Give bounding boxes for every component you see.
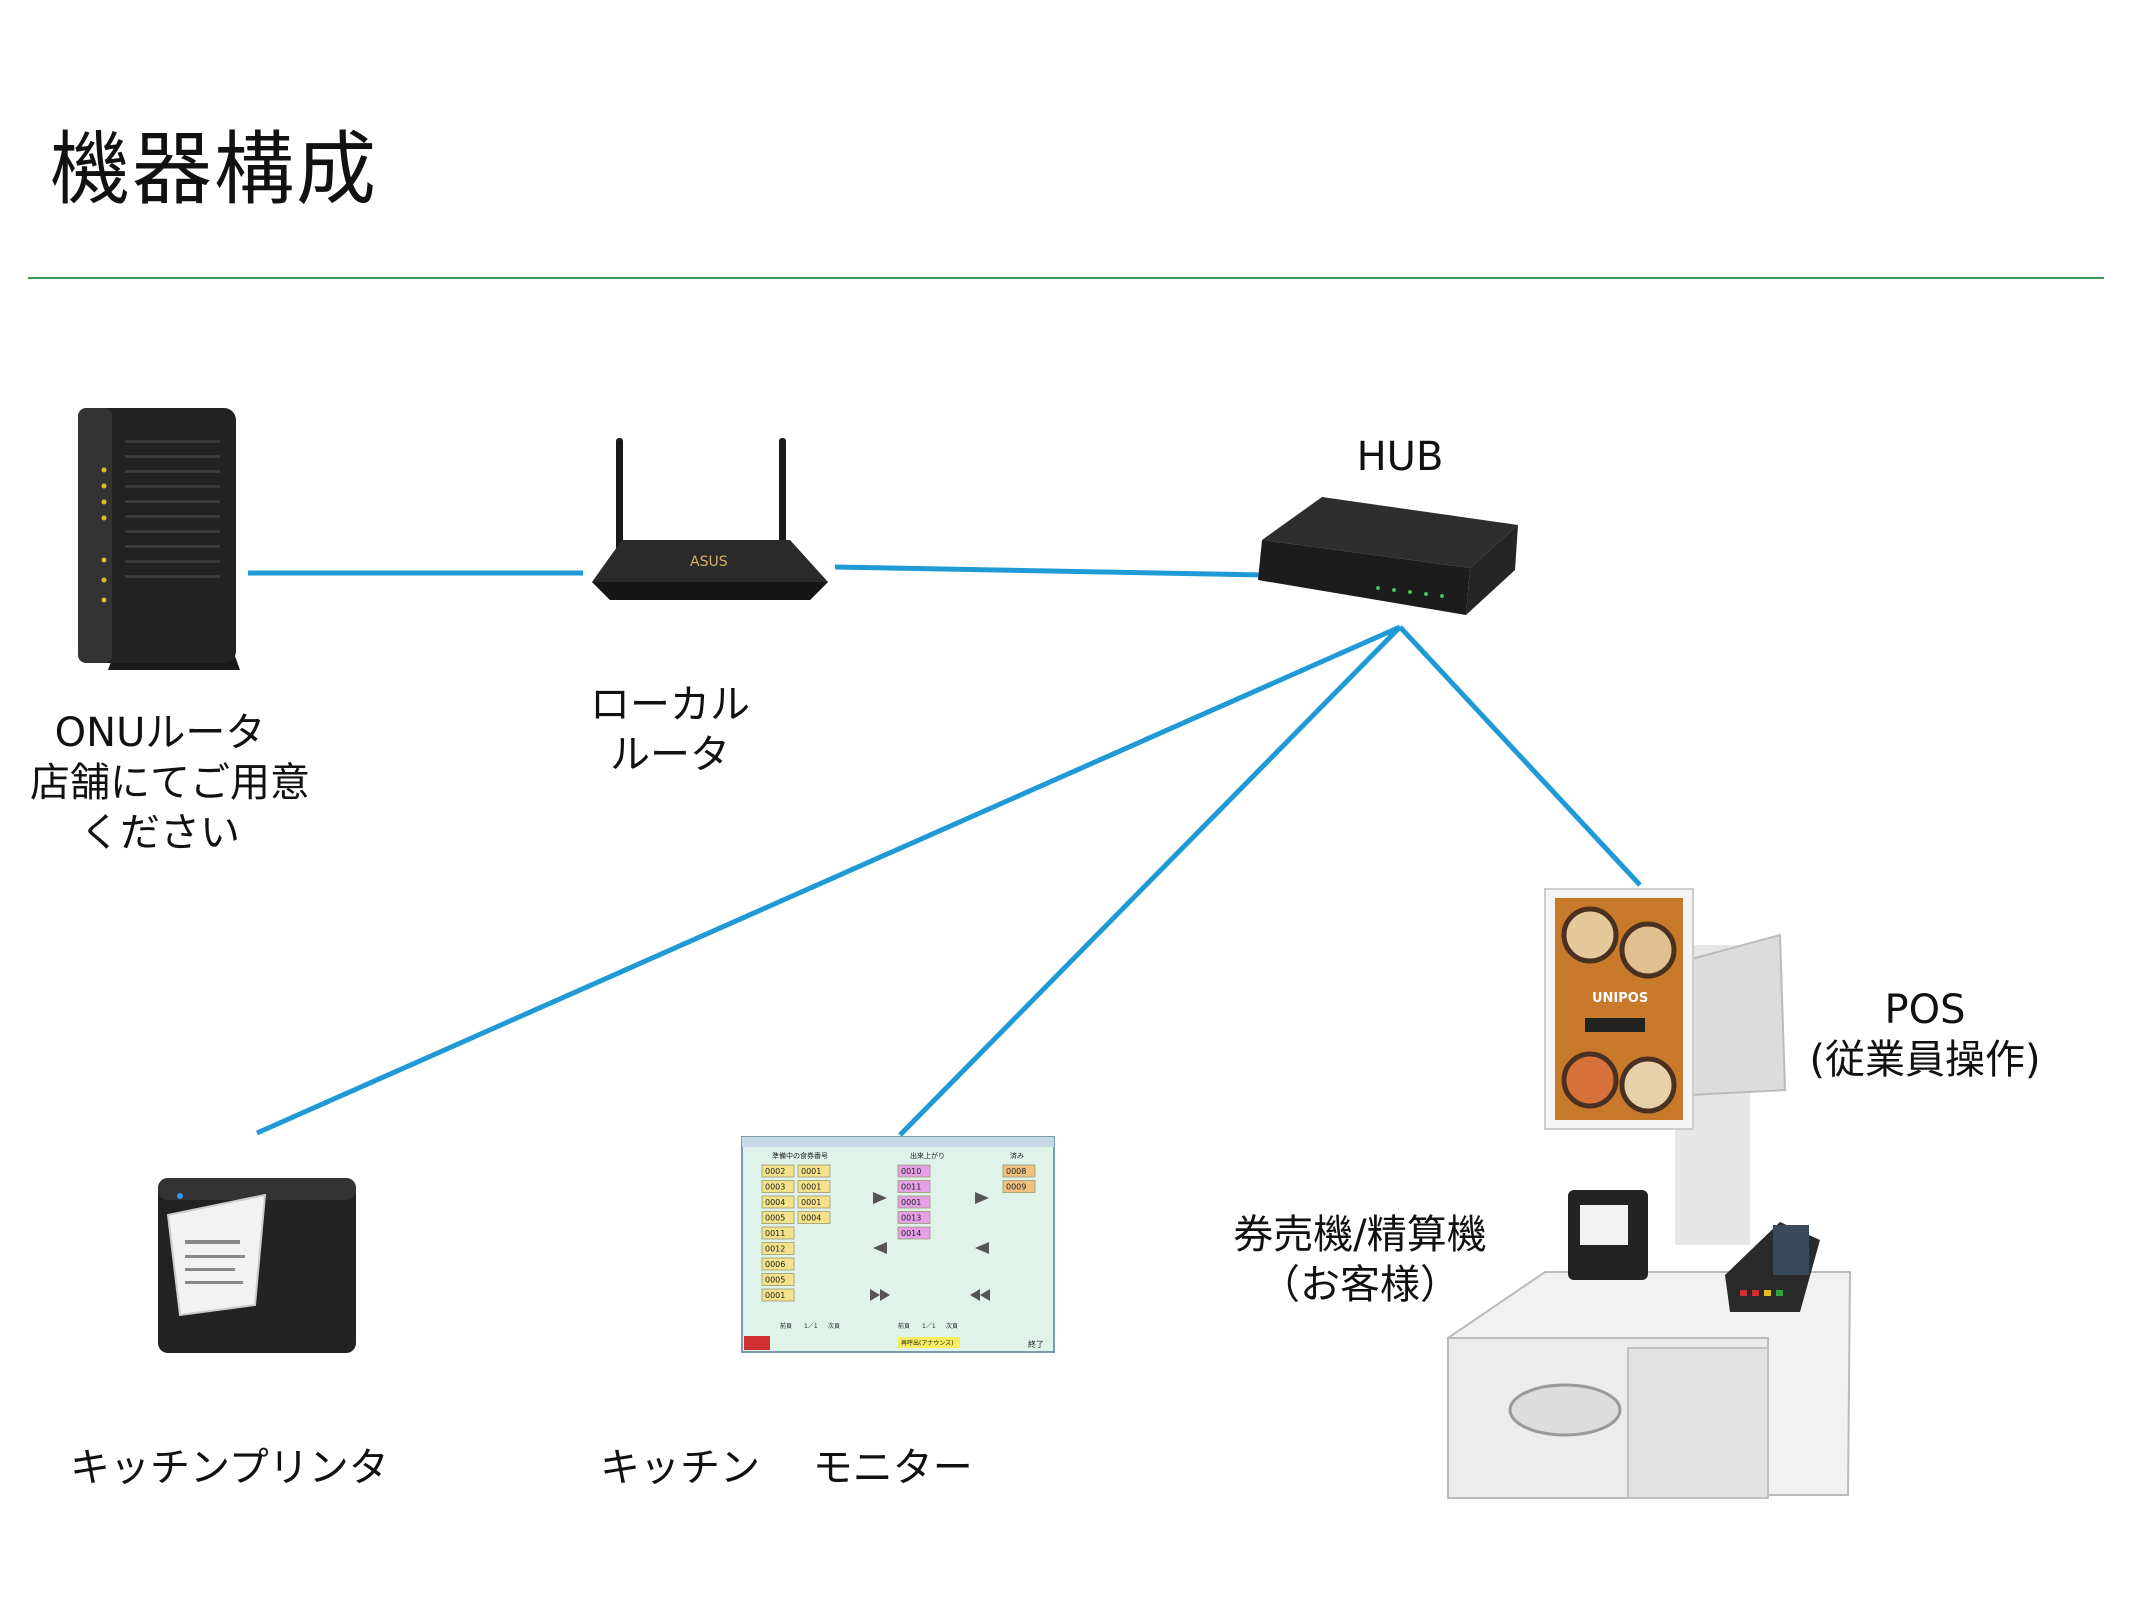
monitor-page-button-left: 前頁 xyxy=(780,1322,792,1330)
monitor-preparing-ticket-text: 0004 xyxy=(801,1214,821,1223)
monitor-ready-ticket-text: 0011 xyxy=(901,1183,921,1192)
monitor-page-button-right: 次頁 xyxy=(946,1322,958,1330)
kitchen-printer-label: キッチンプリンタ xyxy=(70,1445,389,1491)
monitor-ready-ticket xyxy=(897,1211,931,1224)
monitor-done-ticket-text: 0008 xyxy=(1006,1167,1026,1176)
kitchen-printer-device xyxy=(158,1178,356,1353)
monitor-preparing-ticket-text: 0001 xyxy=(801,1198,821,1207)
monitor-preparing-ticket xyxy=(761,1164,795,1178)
title-divider xyxy=(28,277,2104,279)
monitor-ready-ticket xyxy=(897,1180,931,1193)
monitor-ready-ticket xyxy=(897,1226,931,1240)
monitor-preparing-ticket xyxy=(761,1257,795,1271)
monitor-preparing-ticket-text: 0011 xyxy=(765,1229,785,1238)
monitor-ready-ticket xyxy=(897,1164,931,1178)
local-router-label: ローカル ルータ xyxy=(580,680,760,780)
monitor-page-button-left: 1／1 xyxy=(804,1323,818,1330)
monitor-done-ticket xyxy=(1002,1164,1036,1178)
monitor-preparing-ticket xyxy=(761,1226,795,1240)
kitchen-monitor-device: 準備中の食券番号 出来上がり 済み 0002 0001 0003 0001 0004 0001 0… xyxy=(741,1136,1055,1353)
monitor-page-button-right: 前頁 xyxy=(898,1322,910,1330)
pos-label-line-2: (従業員操作) xyxy=(1809,1037,2041,1083)
ticket-machine-label-line-1: 券売機/精算機 xyxy=(1233,1212,1487,1258)
monitor-ready-ticket-text: 0001 xyxy=(901,1198,921,1207)
pos-label: POS (従業員操作) xyxy=(1790,985,2060,1085)
link-hub-printer xyxy=(255,624,1402,1136)
monitor-preparing-ticket xyxy=(797,1164,831,1178)
page-title: 機器構成 xyxy=(50,123,378,216)
onu-router-device xyxy=(78,408,240,670)
link-hub-pos xyxy=(1398,625,1642,887)
monitor-preparing-ticket xyxy=(797,1180,831,1193)
onu-label-line-3: ください xyxy=(80,810,240,856)
monitor-page-button-left: 次頁 xyxy=(828,1322,840,1330)
monitor-ready-ticket-text: 0014 xyxy=(901,1229,921,1238)
screen-brand: UNIPOS xyxy=(1592,991,1648,1006)
onu-label-line-2: 店舗にてご用意 xyxy=(30,760,310,806)
onu-router-label: ONUルータ 店舗にてご用意 ください xyxy=(30,708,310,858)
monitor-preparing-ticket-text: 0001 xyxy=(801,1183,821,1192)
monitor-right-header: 出来上がり xyxy=(910,1151,945,1160)
link-router-hub xyxy=(834,564,1266,578)
monitor-announce-button xyxy=(898,1337,960,1348)
kitchen-monitor-label: キッチン モニター xyxy=(600,1445,973,1491)
monitor-page-button-right: 1／1 xyxy=(922,1323,936,1330)
hub-label: HUB xyxy=(1356,434,1444,480)
monitor-done-ticket xyxy=(1002,1180,1036,1193)
local-router-label-line-2: ルータ xyxy=(610,732,730,778)
monitor-done-header: 済み xyxy=(1010,1151,1024,1160)
monitor-ready-ticket-text: 0013 xyxy=(901,1214,921,1223)
ticket-machine-device: UNIPOS xyxy=(1447,888,1852,1499)
monitor-preparing-ticket-text: 0005 xyxy=(765,1276,785,1285)
monitor-ready-ticket xyxy=(897,1195,931,1209)
monitor-left-header: 準備中の食券番号 xyxy=(772,1151,828,1160)
monitor-announce-text: 再呼出(アナウンス) xyxy=(901,1339,953,1347)
monitor-end-button: 終了 xyxy=(1028,1339,1044,1349)
link-hub-monitor xyxy=(898,625,1402,1137)
local-router-device: ASUS xyxy=(592,438,828,600)
router-brand: ASUS xyxy=(690,554,728,570)
local-router-label-line-1: ローカル xyxy=(590,682,750,728)
monitor-preparing-ticket xyxy=(761,1242,795,1255)
monitor-preparing-ticket-text: 0005 xyxy=(765,1214,785,1223)
monitor-preparing-ticket-text: 0012 xyxy=(765,1245,785,1254)
monitor-ready-ticket-text: 0010 xyxy=(901,1167,921,1176)
monitor-preparing-ticket xyxy=(761,1211,795,1224)
monitor-preparing-ticket xyxy=(761,1180,795,1193)
monitor-preparing-ticket-text: 0004 xyxy=(765,1198,785,1207)
hub-device xyxy=(1258,497,1518,615)
onu-label-line-1: ONUルータ xyxy=(54,710,266,756)
pos-label-line-1: POS xyxy=(1884,987,1966,1033)
monitor-preparing-ticket xyxy=(761,1288,795,1302)
monitor-preparing-ticket-text: 0006 xyxy=(765,1260,785,1269)
monitor-preparing-ticket xyxy=(797,1195,831,1209)
monitor-done-ticket-text: 0009 xyxy=(1006,1183,1026,1192)
ticket-machine-label-line-2: （お客様） xyxy=(1260,1262,1460,1308)
ticket-machine-label: 券売機/精算機 （お客様） xyxy=(1210,1210,1510,1310)
monitor-preparing-ticket-text: 0001 xyxy=(765,1291,785,1300)
monitor-preparing-ticket xyxy=(761,1273,795,1286)
monitor-preparing-ticket xyxy=(761,1195,795,1209)
monitor-preparing-ticket-text: 0003 xyxy=(765,1183,785,1192)
monitor-preparing-ticket-text: 0001 xyxy=(801,1167,821,1176)
monitor-preparing-ticket-text: 0002 xyxy=(765,1167,785,1176)
monitor-preparing-ticket xyxy=(797,1211,831,1224)
